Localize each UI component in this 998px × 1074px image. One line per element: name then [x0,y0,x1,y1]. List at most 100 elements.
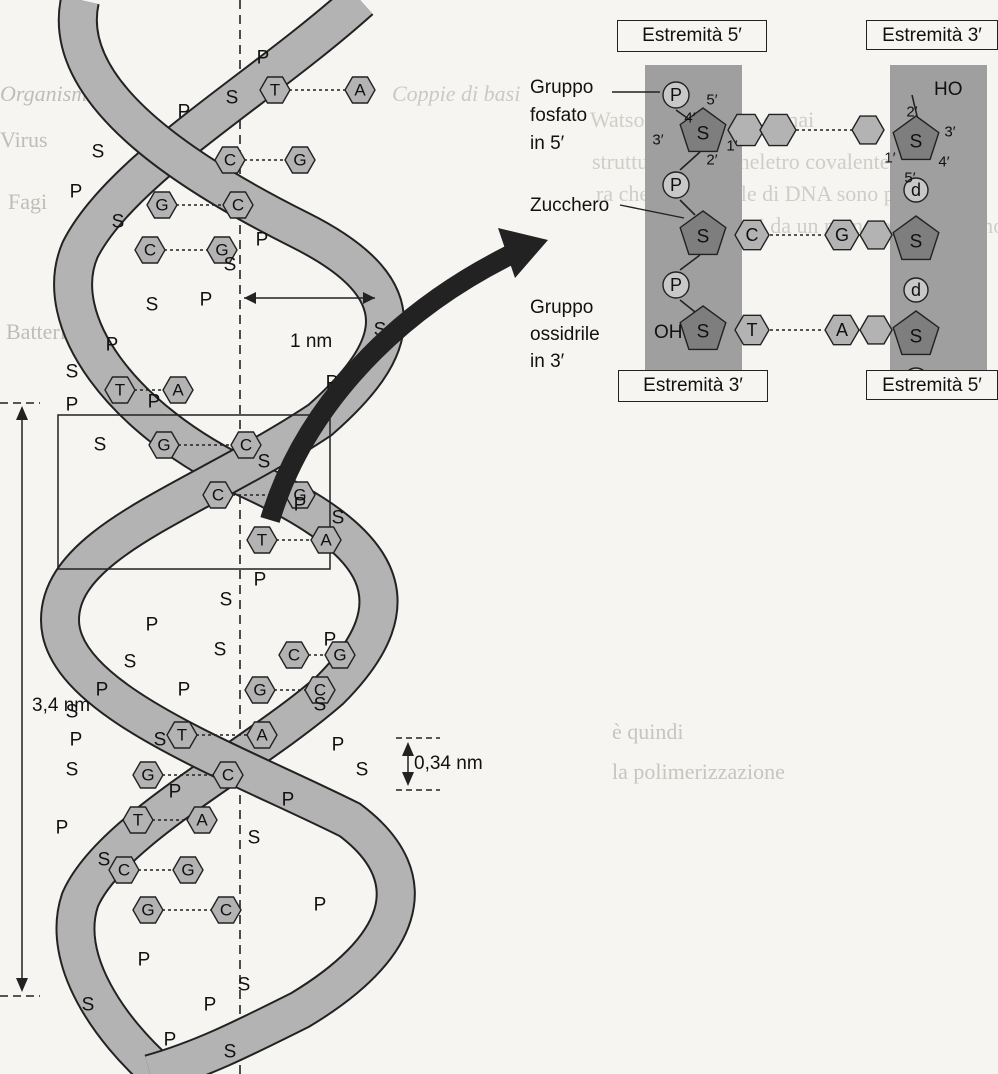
sugar-label: S [910,132,923,153]
base-label-right: G [293,151,306,170]
oh-label: OH [654,321,683,345]
sugar-label: S [226,88,239,109]
phosphate-label: P [670,85,682,105]
sugar-label: S [224,255,237,276]
base-pair: CG [135,237,237,263]
end-5-top-left: Estremità 5′ [617,20,767,52]
sugar-label: S [238,975,251,996]
prime-label: 1′ [726,138,737,155]
phosphate-label: P [282,790,295,811]
phosphate-label: P [257,48,270,69]
base-label-right: A [320,531,332,550]
measure-1nm-label: 1 nm [290,330,332,354]
prime-label: 4′ [684,110,695,127]
sugar-label: S [910,327,923,348]
base-label-left: G [157,436,170,455]
phosphate-label: P [294,495,307,516]
gruppo-fosfato-label-2: fosfato [530,104,587,128]
base-label-right: C [240,436,252,455]
sugar-label: S [697,227,710,248]
phosphate-label: P [670,175,682,195]
gruppo-fosfato-label-1: Gruppo [530,76,593,100]
base-label-left: C [118,861,130,880]
phosphate-label: P [106,335,119,356]
gruppo-ossidrile-label-3: in 3′ [530,350,564,374]
sugar-label: S [124,652,137,673]
measure-34nm-label: 3,4 nm [32,694,90,718]
prime-label: 1′ [884,150,895,167]
prime-label: 2′ [706,152,717,169]
sugar-label: S [66,362,79,383]
sugar-label: S [112,212,125,233]
phosphate-label: P [138,950,151,971]
phosphate-label: P [670,275,682,295]
base-label-right: A [354,81,366,100]
base-label-left: T [133,811,143,830]
base-label-left: G [141,766,154,785]
phosphate-label: P [332,735,345,756]
sugar-label: S [92,142,105,163]
end-3-top-right: Estremità 3′ [866,20,998,50]
end-3-bottom-left: Estremità 3′ [618,370,768,402]
sugar-label: S [82,995,95,1016]
base-label-left: T [177,726,187,745]
phosphate-label: P [254,570,267,591]
measure-034nm-label: 0,34 nm [414,752,483,776]
phosphate-label: P [169,782,182,803]
base-label-right: G [181,861,194,880]
sugar-label: S [214,640,227,661]
prime-label: 2′ [906,104,917,121]
base-label-left: T [747,320,758,340]
phosphate-label: P [96,680,109,701]
sugar-label: S [98,850,111,871]
base-hex [860,316,892,344]
gruppo-ossidrile-label-1: Gruppo [530,296,593,320]
phosphate-label: P [70,730,83,751]
phosphate-label: P [56,818,69,839]
sugar-label: S [314,695,327,716]
end-5-bottom-right: Estremità 5′ [866,370,998,400]
phosphate-label: P [178,680,191,701]
phosphate-label: P [146,615,159,636]
base-label-left: G [141,901,154,920]
prime-label: 5′ [706,92,717,109]
base-hex [760,114,796,145]
prime-label: 4′ [938,154,949,171]
phosphate-label-d: d [911,280,921,300]
gruppo-fosfato-label-3: in 5′ [530,132,564,156]
sugar-label: S [910,232,923,253]
ho-label: HO [934,78,963,102]
sugar-label: S [697,124,710,145]
sugar-label: S [66,760,79,781]
base-label-left: T [115,381,125,400]
sugar-label: S [356,760,369,781]
phosphate-label: P [178,102,191,123]
base-label-left: C [144,241,156,260]
base-pair: TA [260,77,375,103]
base-label-left: T [270,81,280,100]
prime-label: 3′ [652,132,663,149]
base-label-right: A [836,320,848,340]
zucchero-label: Zucchero [530,194,609,218]
base-label-right: A [172,381,184,400]
phosphate-label: P [200,290,213,311]
base-label-right: C [220,901,232,920]
phosphate-label: P [314,895,327,916]
base-label-left: G [253,681,266,700]
base-pair: CG [215,147,315,173]
base-label-right: C [222,766,234,785]
sugar-label: S [248,828,261,849]
base-hex [852,116,884,144]
base-label-left: C [746,225,759,245]
sugar-label: S [220,590,233,611]
sugar-label: S [258,452,271,473]
phosphate-label: P [70,182,83,203]
sugar-label: S [154,730,167,751]
base-label-left: T [257,531,267,550]
phosphate-label: P [148,392,161,413]
sugar-label: S [697,322,710,343]
base-label-right: A [256,726,268,745]
base-label-right: C [232,196,244,215]
